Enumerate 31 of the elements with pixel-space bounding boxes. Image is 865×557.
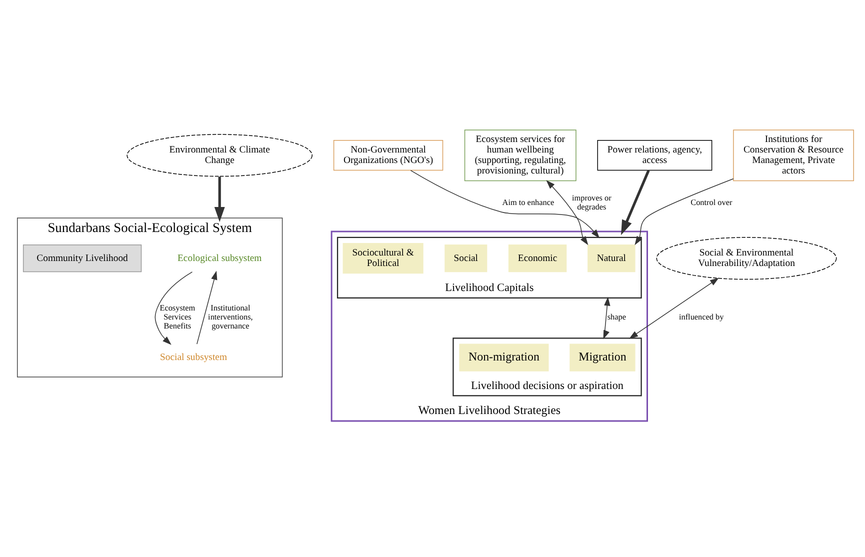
node-box: Non-migration <box>459 344 549 372</box>
arrow <box>196 270 218 344</box>
arrow <box>634 178 734 246</box>
edge-label: influenced by <box>678 312 724 322</box>
arrow <box>546 180 588 246</box>
node-ellipse: Environmental & Climate Change <box>126 134 313 177</box>
node-text: Ecological subsystem <box>178 252 262 264</box>
arrow <box>214 176 225 222</box>
arrow <box>629 278 719 339</box>
arrow <box>410 170 600 238</box>
node-box: Economic <box>508 244 567 272</box>
arrow <box>603 296 610 340</box>
node-box: Institutions for Conservation & Resource Management, Private actors <box>733 130 854 182</box>
node-box: Social <box>444 244 488 272</box>
node-box: Community Livelihood <box>22 244 142 272</box>
node-box: Migration <box>570 344 636 372</box>
node-box: Sociocultural & Political <box>342 243 424 274</box>
edge-label: Control over <box>690 198 732 208</box>
edge-label: Aim to enhance <box>502 198 554 208</box>
node-box: Ecosystem services for human wellbeing (supporting, regulating, provisioning, cultural) <box>464 130 576 182</box>
edge-label: shape <box>607 312 626 322</box>
node-box: Power relations, agency, access <box>597 140 712 171</box>
node-box: Non-Governmental Organizations (NGO's) <box>333 140 444 171</box>
edge-label: Ecosystem Services Benefits <box>160 303 196 330</box>
node-text: Social subsystem <box>160 352 228 364</box>
arrow <box>154 272 193 345</box>
edge-label: Institutional interventions, governance <box>208 303 253 330</box>
edge-label: improves or degrades <box>572 194 612 212</box>
node-box: Natural <box>588 244 636 272</box>
node-ellipse: Social & Environmental Vulnerability/Adaptation <box>656 237 837 280</box>
arrow <box>621 170 650 236</box>
